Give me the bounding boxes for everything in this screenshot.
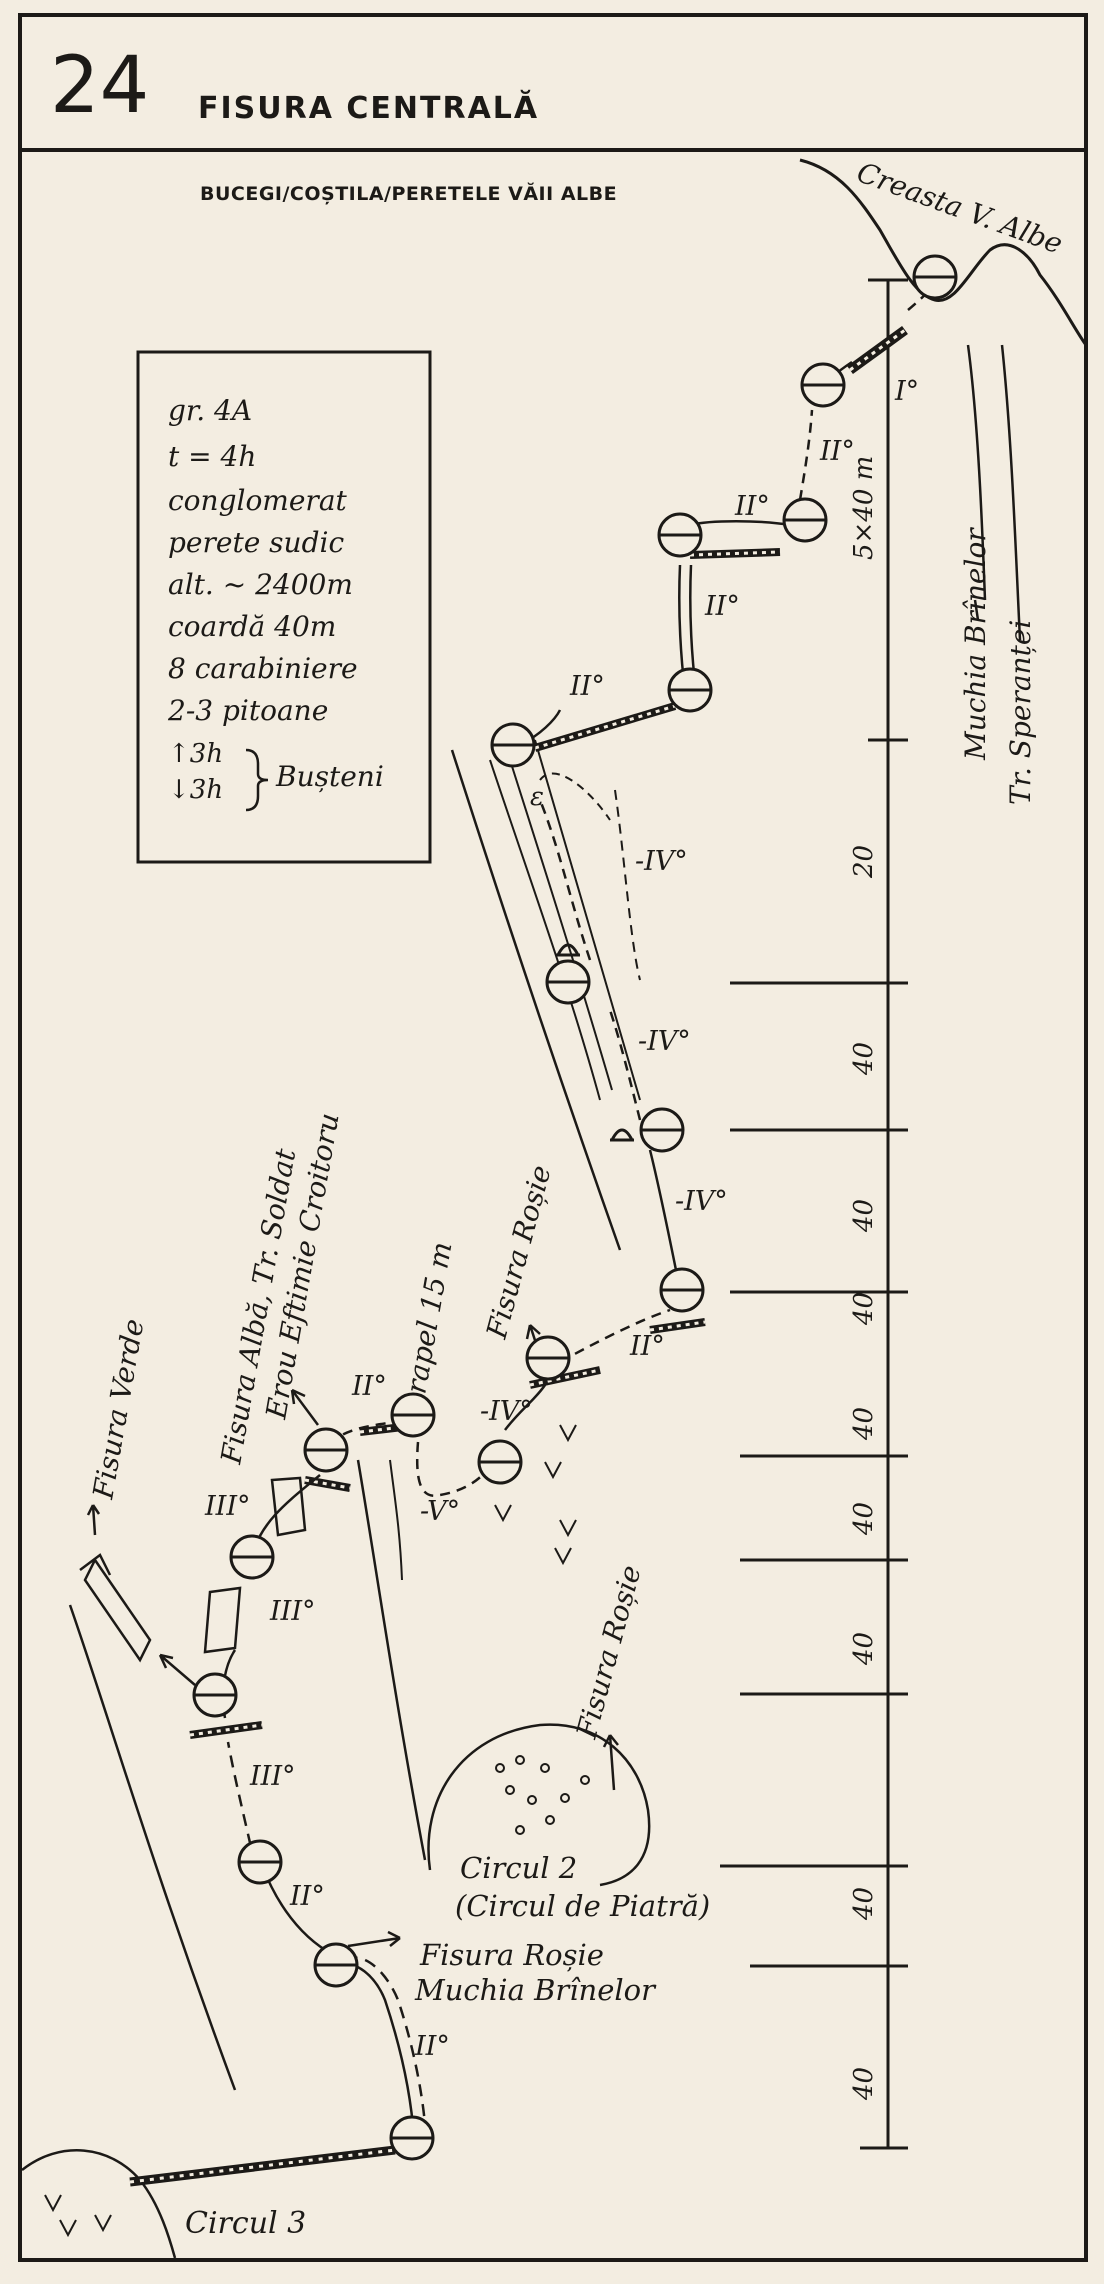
- grade-label: II°: [734, 491, 770, 522]
- belay-station: [390, 1392, 436, 1438]
- grade-label: II°: [351, 1371, 387, 1402]
- info-grade: gr. 4A: [168, 394, 252, 427]
- belay-station: [525, 1335, 571, 1381]
- rapel-line: [389, 1459, 403, 1581]
- scale-tick-label: 40: [849, 1199, 879, 1233]
- grade-label: II°: [704, 591, 740, 622]
- info-face: perete sudic: [168, 526, 344, 559]
- belay-station: [545, 959, 591, 1005]
- fisura-rosie-mid-label: Fisura Roșie: [570, 1562, 648, 1743]
- crack-lines: [489, 739, 641, 1101]
- grade-label: II°: [414, 2031, 450, 2062]
- grade-label: -V°: [420, 1496, 460, 1527]
- info-time: t = 4h: [168, 440, 256, 473]
- creasta-label: Creasta V. Albe: [853, 156, 1067, 261]
- belay-station: [490, 722, 536, 768]
- scale-tick-label: 40: [849, 1887, 879, 1921]
- grade-label: II°: [569, 671, 605, 702]
- belay-station: [477, 1439, 523, 1485]
- crack-dashed-side: [614, 789, 641, 981]
- info-town: Bușteni: [275, 760, 384, 793]
- scale-tick-label: 40: [849, 1632, 879, 1666]
- grass-marks: [494, 1424, 577, 1566]
- bush-mark: ɛ: [530, 782, 544, 812]
- height-scale: 5×40 m 20 40 40 40 40 40 40 40 40: [720, 278, 908, 2150]
- info-rope: coardă 40m: [168, 610, 336, 643]
- belay-station: [639, 1107, 685, 1153]
- belay-station: [667, 667, 713, 713]
- page-title: FISURA CENTRALĂ: [198, 89, 539, 126]
- tr-sperantei-label: Tr. Speranței: [1004, 620, 1037, 805]
- fisura-verde-arrow: [79, 1553, 152, 1663]
- chimney-blocks: [203, 1476, 307, 1654]
- location-breadcrumb: BUCEGI/COȘTILA/PERETELE VĂII ALBE: [200, 181, 617, 205]
- belay-station: [389, 2115, 435, 2161]
- grade-label: II°: [819, 436, 855, 467]
- scale-tick-label: 40: [849, 1042, 879, 1076]
- info-altitude: alt. ~ 2400m: [168, 568, 353, 601]
- belay-station: [800, 362, 846, 408]
- grade-label: II°: [289, 1881, 325, 1912]
- grade-label: III°: [269, 1596, 316, 1627]
- grade-label: -IV°: [480, 1396, 533, 1427]
- inner-wall-line: [356, 1459, 427, 1861]
- sperantei-line: [1000, 344, 1022, 641]
- left-wall-line: [68, 1604, 237, 2091]
- route-ledges: [189, 325, 908, 1739]
- info-brace: [245, 748, 269, 812]
- muchia-brinelor-bottom-label: Muchia Brînelor: [414, 1973, 657, 2007]
- route-path: [221, 284, 936, 2139]
- crack-wall-left: [450, 749, 622, 1251]
- grade-label: -IV°: [675, 1186, 728, 1217]
- info-approach-down: ↓3h: [168, 775, 223, 805]
- scale-5x40-label: 5×40 m: [849, 456, 879, 560]
- belay-station: [659, 1267, 705, 1313]
- belay-station: [657, 512, 703, 558]
- rapel-label: rapel 15 m: [399, 1239, 458, 1396]
- scale-tick-label: 40: [849, 1407, 879, 1441]
- fisura-verde-label: Fisura Verde: [86, 1316, 150, 1502]
- muchia-brinelor-top-label: Muchia Brînelor: [959, 527, 992, 761]
- crack-dashed-top: [539, 772, 611, 821]
- info-carabiners: 8 carabiniere: [168, 652, 358, 685]
- muchia-line: [966, 344, 987, 601]
- belay-station: [912, 254, 958, 300]
- info-approach-up: ↑3h: [168, 739, 223, 769]
- scale-tick-label: 40: [849, 2067, 879, 2101]
- belay-station: [192, 1672, 238, 1718]
- belay-station: [229, 1534, 275, 1580]
- grade-label: III°: [249, 1761, 296, 1792]
- scale-tick-label: 40: [849, 1502, 879, 1536]
- circul-2-stones: [495, 1755, 590, 1835]
- circul-3-label: Circul 3: [185, 2206, 306, 2241]
- scale-tick-label: 40: [849, 1292, 879, 1326]
- belay-station: [782, 497, 828, 543]
- circul-2-outline: [427, 1723, 651, 1887]
- info-box: gr. 4A t = 4h conglomerat perete sudic a…: [136, 350, 432, 864]
- ridge-line: [799, 158, 1088, 346]
- belay-station: [313, 1942, 359, 1988]
- grade-label: I°: [894, 376, 919, 407]
- belay-station: [303, 1427, 349, 1473]
- grade-label: -IV°: [635, 846, 688, 877]
- fisura-rosie-top-label: Fisura Roșie: [480, 1162, 558, 1343]
- circul-3-outline: [21, 2149, 177, 2259]
- belay-station: [237, 1839, 283, 1885]
- circul-2-label: Circul 2: [460, 1851, 577, 1885]
- scale-tick-label: 20: [849, 845, 879, 879]
- topo-number: 24: [50, 41, 149, 131]
- grade-label: II°: [629, 1331, 665, 1362]
- outer-frame: [18, 13, 1088, 2262]
- grass-marks: [44, 2194, 112, 2238]
- info-rock: conglomerat: [168, 484, 348, 517]
- grade-label: III°: [204, 1491, 251, 1522]
- info-pitons: 2-3 pitoane: [167, 694, 328, 727]
- overhang-marks: [556, 943, 634, 1142]
- fisura-rosie-bottom-label: Fisura Roșie: [419, 1938, 604, 1972]
- belay-stations: [192, 254, 958, 2161]
- circul-piatra-label: (Circul de Piatră): [455, 1889, 710, 1923]
- grade-label: -IV°: [638, 1026, 691, 1057]
